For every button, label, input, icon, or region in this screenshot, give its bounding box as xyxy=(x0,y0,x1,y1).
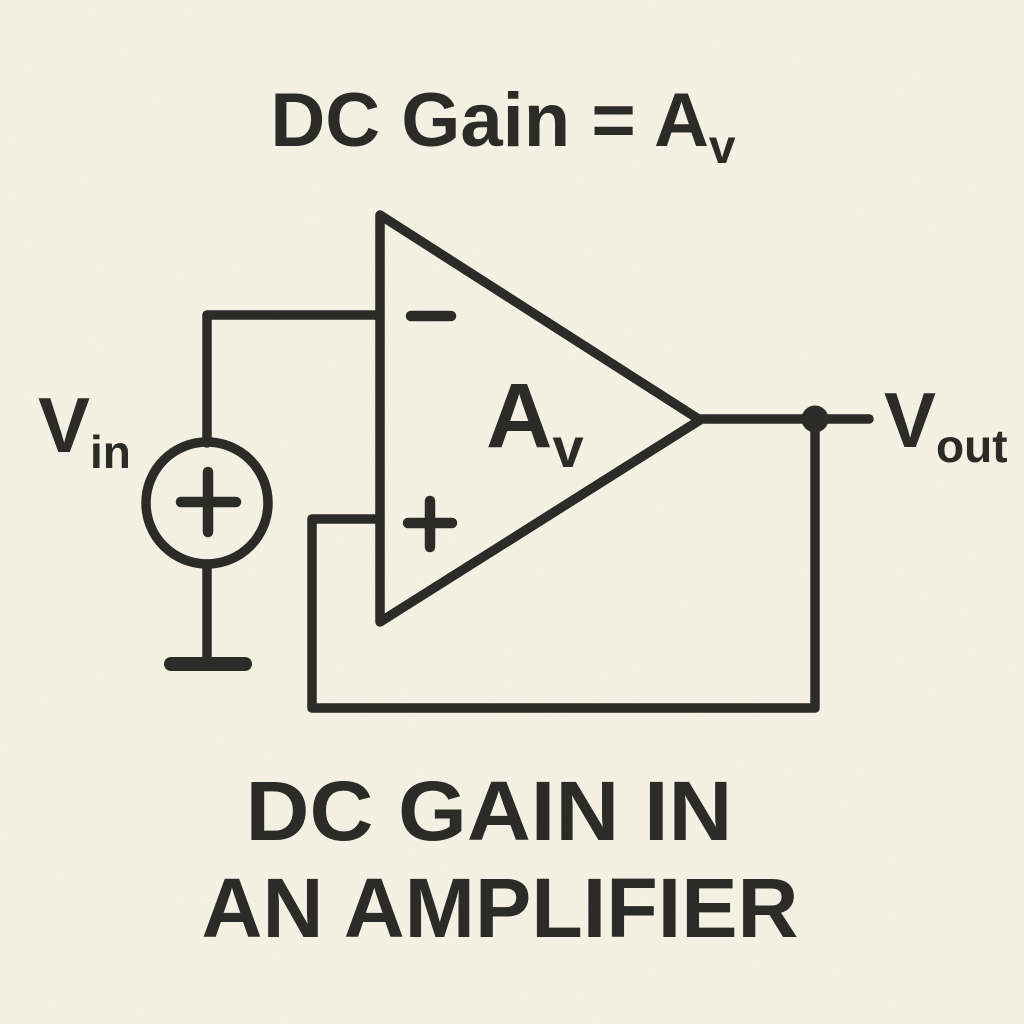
wire-input-to-inverting xyxy=(202,310,383,448)
opamp-gain-label: Av xyxy=(486,365,584,479)
gain-label-subscript: v xyxy=(552,416,583,479)
opamp: Av xyxy=(375,210,705,627)
plus-sign-source-icon xyxy=(175,466,242,538)
plus-sign-noninverting-input-icon xyxy=(402,495,458,553)
vin-label-subscript: in xyxy=(90,426,131,478)
vin-label-main: V xyxy=(38,381,90,469)
output-node-dot xyxy=(801,405,829,433)
gain-label-main: A xyxy=(486,365,552,467)
diagram-title: DC Gain = Av xyxy=(270,78,735,174)
vout-label-subscript: out xyxy=(936,420,1008,472)
voltage-source xyxy=(141,437,273,671)
title-subscript: v xyxy=(709,121,736,174)
wire-feedback-loop xyxy=(307,419,820,713)
opamp-triangle-icon xyxy=(375,210,705,627)
vout-label-main: V xyxy=(884,376,936,464)
caption-line2: AN AMPLIFIER xyxy=(202,861,799,955)
vin-label: Vin xyxy=(38,381,131,478)
caption-line1: DC GAIN IN xyxy=(246,764,733,858)
vout-label: Vout xyxy=(884,376,1008,472)
title-main: DC Gain = A xyxy=(270,78,708,163)
